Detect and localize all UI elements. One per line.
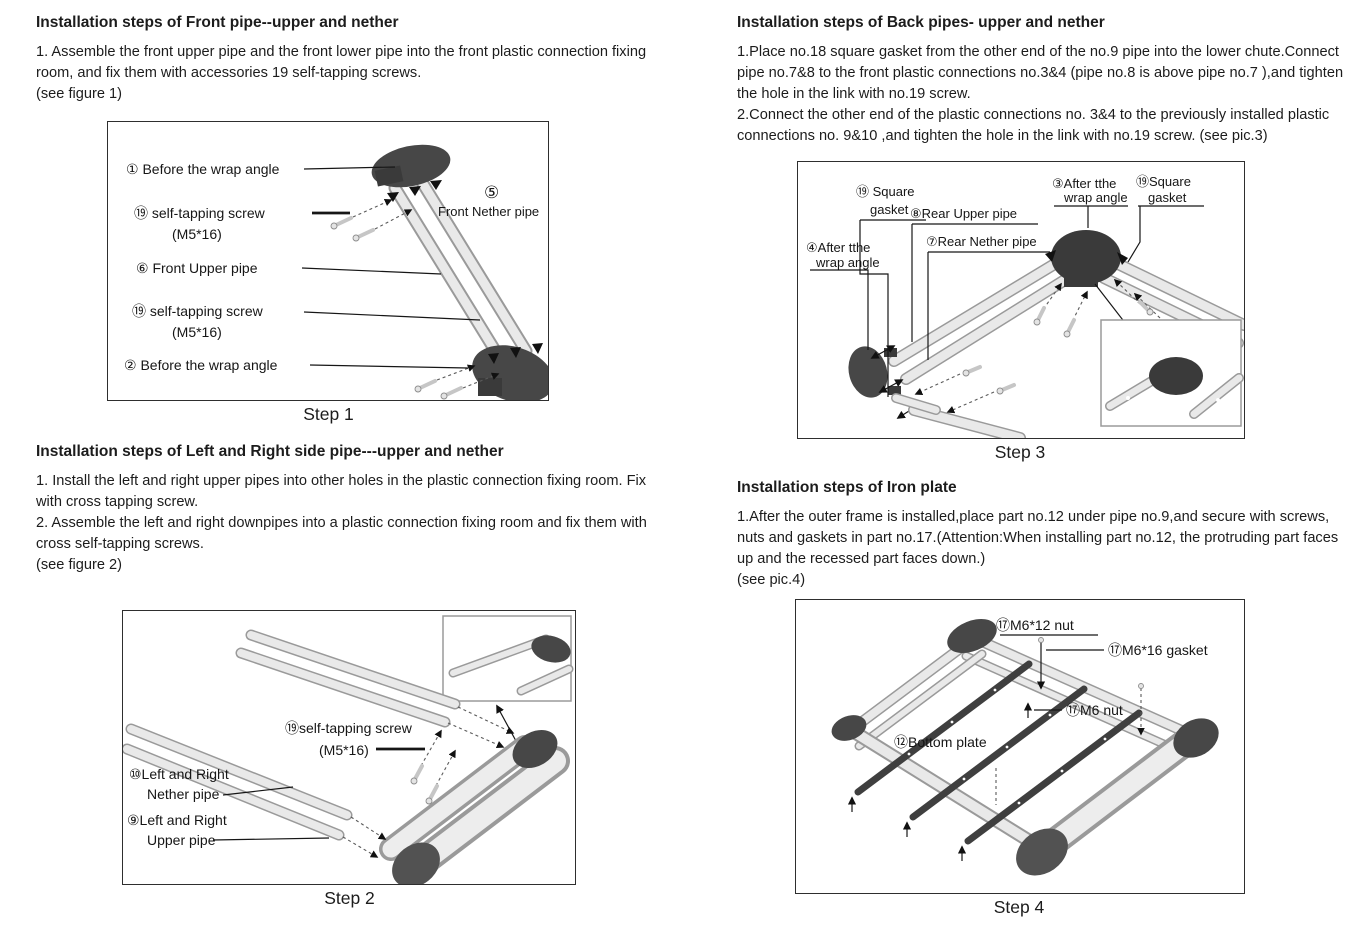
- label-gasket-right-2: gasket: [1148, 190, 1187, 205]
- label-bottom-plate: ⑫Bottom plate: [894, 734, 987, 750]
- left-plastic-connector: [848, 345, 922, 419]
- front-pipe-para1: 1. Assemble the front upper pipe and the…: [36, 44, 647, 81]
- figure-step3: ⑲ Square gasket ⑧Rear Upper pipe ⑦Rear N…: [797, 161, 1245, 439]
- side-pipe-para3: (see figure 2): [36, 557, 122, 573]
- side-upper-pipes: [235, 629, 461, 728]
- label-m6-nut: ⑰M6 nut: [1066, 702, 1123, 718]
- step2-caption: Step 2: [324, 888, 375, 908]
- iron-plate-heading: Installation steps of Iron plate: [737, 479, 957, 496]
- label-rear-nether: ⑦Rear Nether pipe: [926, 234, 1037, 249]
- label-front-upper-pipe: ⑥ Front Upper pipe: [136, 260, 258, 276]
- screw-guides: [342, 706, 515, 858]
- step3-caption: Step 3: [994, 442, 1046, 462]
- step3-illustration: ⑲ Square gasket ⑧Rear Upper pipe ⑦Rear N…: [806, 174, 1244, 438]
- back-pipe-para2: 2.Connect the other end of the plastic c…: [737, 107, 1330, 144]
- label-screw: ⑲self-tapping screw: [285, 720, 413, 736]
- label-upper-2: Upper pipe: [147, 832, 216, 848]
- label-nether-1: ⑩Left and Right: [129, 766, 229, 782]
- screw-guides: [914, 278, 1161, 414]
- upper-callout-line: [212, 837, 330, 841]
- back-pipe-heading: Installation steps of Back pipes- upper …: [737, 14, 1105, 31]
- label-upper-1: ⑨Left and Right: [127, 812, 227, 828]
- step4-illustration: ⑰M6*12 nut ⑰M6*16 gasket ⑰M6 nut ⑫Bottom…: [831, 617, 1219, 876]
- label-wrap-right-2: wrap angle: [1063, 190, 1128, 205]
- label-before-wrap-bottom: ② Before the wrap angle: [124, 357, 278, 373]
- front-pipes: [388, 167, 533, 372]
- label-screw2: ⑲ self-tapping screw: [132, 303, 264, 319]
- label-wrap-left-1: ④After tthe: [806, 240, 870, 255]
- label-front-nether-num: ⑤: [484, 183, 499, 202]
- apex-plastic-connector: [1045, 230, 1128, 287]
- iron-plate-para2: (see pic.4): [737, 572, 806, 588]
- label-m612-nut: ⑰M6*12 nut: [996, 617, 1074, 633]
- fastener-guides: [847, 637, 1145, 861]
- rear-pipes-left: [888, 256, 1074, 385]
- label-before-wrap-top: ① Before the wrap angle: [126, 161, 280, 177]
- side-nether-pipes: [123, 723, 353, 841]
- label-wrap-right-1: ③After tthe: [1052, 176, 1116, 191]
- wrap-angle-connector-top: [371, 144, 451, 202]
- label-screw1: ⑲ self-tapping screw: [134, 205, 266, 221]
- installed-side-pipes: [891, 393, 1026, 438]
- label-nether-2: Nether pipe: [147, 786, 220, 802]
- label-wrap-left-2: wrap angle: [815, 255, 880, 270]
- step1-caption: Step 1: [303, 404, 354, 424]
- label-front-nether-pipe: Front Nether pipe: [438, 204, 539, 219]
- label-rear-upper: ⑧Rear Upper pipe: [910, 206, 1017, 221]
- nether-callout-line: [222, 786, 294, 796]
- wrap-angle-connector-bottom: [472, 343, 548, 400]
- callout-lines: [301, 166, 481, 369]
- inset-pointer-arrow: [496, 704, 517, 742]
- label-m616-gasket: ⑰M6*16 gasket: [1108, 642, 1208, 658]
- label-gasket-left-1: ⑲ Square: [856, 184, 915, 199]
- figure-step4: ⑰M6*12 nut ⑰M6*16 gasket ⑰M6 nut ⑫Bottom…: [795, 599, 1245, 894]
- side-pipe-para2: 2. Assemble the left and right downpipes…: [36, 515, 647, 552]
- figure-step2: ⑲self-tapping screw (M5*16) ⑩Left and Ri…: [122, 610, 576, 885]
- label-screw1-size: (M5*16): [172, 226, 222, 242]
- label-screw-size: (M5*16): [319, 742, 369, 758]
- callout-lines: [810, 205, 1204, 397]
- iron-plate-para1: 1.After the outer frame is installed,pla…: [737, 509, 1339, 567]
- side-pipe-heading: Installation steps of Left and Right sid…: [36, 443, 504, 460]
- front-pipe-para2: (see figure 1): [36, 86, 122, 102]
- step4-caption: Step 4: [993, 897, 1045, 917]
- label-gasket-left-2: gasket: [870, 202, 909, 217]
- back-pipe-para1: 1.Place no.18 square gasket from the oth…: [737, 44, 1344, 102]
- front-pipe-heading: Installation steps of Front pipe--upper …: [36, 14, 399, 31]
- self-tapping-screws: [330, 199, 500, 400]
- step1-illustration: ① Before the wrap angle ⑲ self-tapping s…: [124, 144, 548, 400]
- corner-detail-inset: [1100, 319, 1244, 427]
- side-pipe-para1: 1. Install the left and right upper pipe…: [36, 473, 647, 510]
- callout-lines: [1000, 634, 1104, 711]
- corner-detail-inset: [442, 615, 574, 702]
- left-column: Installation steps of Front pipe--upper …: [36, 0, 654, 909]
- right-column: Installation steps of Back pipes- upper …: [737, 0, 1351, 918]
- figure-step1: ① Before the wrap angle ⑲ self-tapping s…: [107, 121, 549, 401]
- label-gasket-right-1: ⑲Square: [1136, 174, 1191, 189]
- step2-illustration: ⑲self-tapping screw (M5*16) ⑩Left and Ri…: [123, 615, 574, 884]
- assembled-corner-pipes: [379, 730, 570, 884]
- corner-caps: [831, 619, 1219, 876]
- label-screw2-size: (M5*16): [172, 324, 222, 340]
